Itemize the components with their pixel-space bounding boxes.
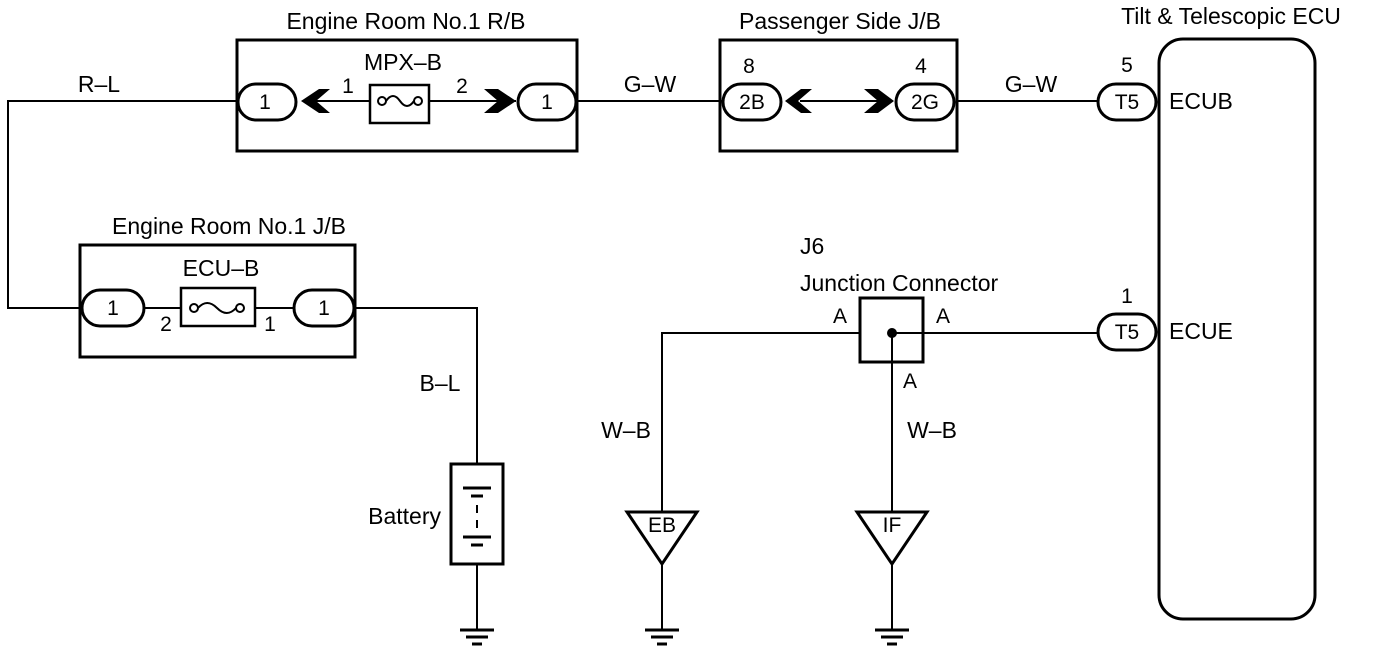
j6-junction-dot — [887, 328, 897, 338]
ground-point-eb: EB — [624, 510, 700, 567]
jb-terminal-right-label: 1 — [318, 297, 330, 320]
jb-pin-left: 2 — [160, 313, 172, 336]
ecu-title: Tilt & Telescopic ECU — [1121, 3, 1341, 29]
rb-pin-right: 2 — [456, 75, 468, 98]
ecu-terminal-top-label: T5 — [1115, 91, 1140, 114]
wire-r-l — [7, 100, 238, 309]
jb-fuse-label: ECU–B — [183, 255, 260, 281]
ecu-terminal-top — [1096, 82, 1158, 122]
ground-point-if: IF — [854, 510, 930, 567]
ground-icon-if — [875, 628, 909, 646]
wire-label-b-l: B–L — [420, 370, 461, 396]
wire-w-b-1 — [661, 332, 860, 512]
ecub-fuse-box — [179, 286, 257, 328]
battery-box — [449, 462, 505, 566]
psjb-pin-left: 8 — [743, 55, 755, 78]
ground-if-label: IF — [883, 514, 902, 537]
wires — [7, 100, 1098, 630]
jb-terminal-left — [80, 288, 146, 328]
j6-id: J6 — [800, 233, 824, 259]
ecu-ecub-label: ECUB — [1169, 88, 1233, 114]
jb-terminal-left-label: 1 — [107, 297, 119, 320]
ecu-top-pin: 5 — [1121, 54, 1133, 77]
rb-fuse-label: MPX–B — [364, 49, 442, 75]
wire-label-w-b-1: W–B — [601, 417, 651, 443]
j6-pin-bottom: A — [903, 370, 917, 393]
j6-junction-connector: J6 Junction Connector A A A — [800, 233, 999, 393]
jb-box — [78, 243, 357, 359]
passenger-side-jb: Passenger Side J/B 8 4 2B 2G — [718, 8, 959, 153]
battery: B–L Battery — [368, 370, 505, 566]
rb-arrow-right — [484, 89, 516, 113]
wire-label-g-w-2: G–W — [1005, 71, 1058, 97]
engine-room-rb: Engine Room No.1 R/B MPX–B 1 2 1 1 — [235, 8, 579, 153]
j6-pin-left: A — [833, 305, 847, 328]
rb-pin-left: 1 — [342, 75, 354, 98]
rb-terminal-right — [516, 82, 578, 122]
wire-label-r-l: R–L — [78, 71, 120, 97]
jb-terminal-right — [292, 288, 356, 328]
psjb-title: Passenger Side J/B — [739, 8, 941, 34]
j6-pin-right: A — [936, 305, 950, 328]
engine-room-jb: Engine Room No.1 J/B ECU–B 1 1 2 1 — [78, 213, 357, 359]
rb-terminal-right-label: 1 — [541, 91, 553, 114]
j6-box — [858, 296, 925, 364]
psjb-terminal-left — [721, 82, 783, 122]
ecub-fuse-symbol — [189, 302, 245, 314]
psjb-terminal-right-label: 2G — [911, 91, 939, 114]
tilt-telescopic-ecu: Tilt & Telescopic ECU 5 T5 ECUB 1 T5 ECU… — [1096, 3, 1341, 621]
jb-title: Engine Room No.1 J/B — [112, 213, 346, 239]
rb-arrow-left — [301, 89, 330, 113]
battery-label: Battery — [368, 503, 441, 529]
wire-label-g-w-1: G–W — [624, 71, 677, 97]
psjb-arrow-left — [785, 89, 812, 113]
psjb-terminal-left-label: 2B — [739, 91, 765, 114]
jb-pin-right: 1 — [264, 313, 276, 336]
ecu-bottom-pin: 1 — [1121, 285, 1133, 308]
ecu-terminal-bottom-label: T5 — [1115, 321, 1140, 344]
rb-title: Engine Room No.1 R/B — [286, 8, 525, 34]
psjb-box — [718, 38, 959, 153]
ground-icon-battery — [460, 628, 494, 646]
rb-terminal-left — [236, 82, 298, 122]
wire-label-w-b-2: W–B — [907, 417, 957, 443]
ground-icon-eb — [645, 628, 679, 646]
ground-eb-label: EB — [648, 514, 676, 537]
ecu-terminal-bottom — [1096, 312, 1158, 352]
wire-b-l — [354, 307, 478, 464]
psjb-pin-right: 4 — [915, 55, 927, 78]
mpxb-fuse-box — [368, 83, 431, 125]
ecu-ecue-label: ECUE — [1169, 318, 1233, 344]
ecu-box — [1157, 37, 1317, 621]
rb-box — [235, 38, 579, 153]
rb-terminal-left-label: 1 — [259, 91, 271, 114]
psjb-terminal-right — [894, 82, 956, 122]
j6-title: Junction Connector — [800, 270, 999, 296]
mpxb-fuse-symbol — [377, 95, 423, 107]
psjb-arrow-right — [864, 89, 894, 113]
